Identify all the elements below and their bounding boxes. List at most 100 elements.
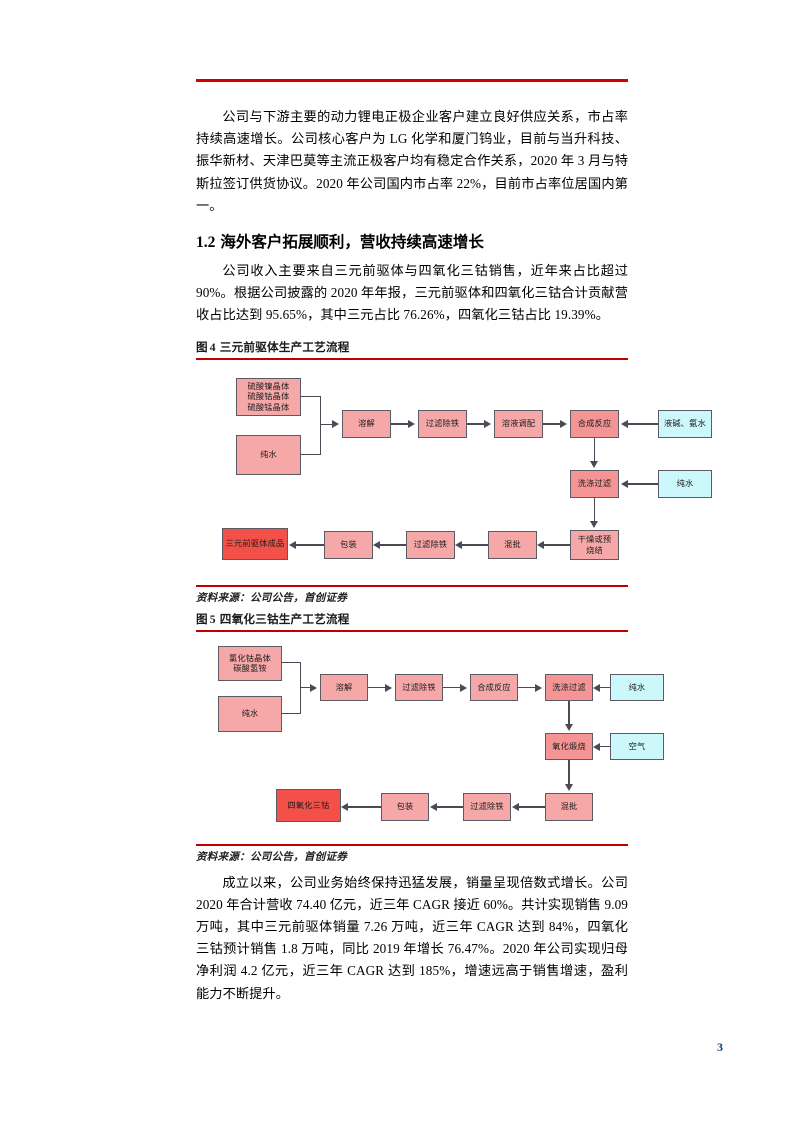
arrow-packaging-product [289,541,296,550]
node-synthesis-reaction-label: 合成反应 [577,418,612,429]
figure-5-caption-title: 四氧化三钴生产工艺流程 [219,611,350,626]
node-blending: 混批 [488,530,537,559]
arrow-alkali-synthesis [621,420,628,429]
link-dissolve-filter [391,422,409,425]
link-wash-calcine [568,700,570,726]
node-wash-filter: 洗涤过滤 [570,469,619,498]
figure-4-caption-number: 4 [209,340,216,354]
node-filter-iron-1-label: 过滤除铁 [425,418,460,429]
node-packaging: 包装 [324,530,373,559]
node-dissolve-2-label: 溶解 [335,681,353,692]
paragraph-market-share: 公司与下游主要的动力锂电正极企业客户建立良好供应关系，市占率持续高速增长。公司核… [196,109,628,213]
link-purewater-wash-2 [600,686,610,689]
node-dissolve-label: 溶解 [358,418,375,429]
figure-5-caption-number: 5 [209,612,216,626]
link-wash-dry [593,497,596,523]
arrow-synthesis-wash-2 [535,683,542,692]
node-pure-water-wash-2: 纯水 [610,673,664,701]
link-filter2-packaging [380,543,406,546]
figure-5-source: 资料来源：公司公告，首创证券 [196,843,628,864]
node-pure-water-input-2-label: 纯水 [241,708,259,719]
node-filter-iron-2-label: 过滤除铁 [413,539,448,550]
arrow-filter-synthesis-2 [460,683,467,692]
link-synthesis-wash [593,437,596,463]
arrow-purewater-wash [621,480,628,489]
link-solution-synthesis [543,422,561,425]
node-dry-or-presinter: 干燥或预 烧结 [570,529,619,560]
figure-5-diagram: 氯化钴晶体 碳酸氢铵 纯水 溶解 过滤除铁 [196,631,664,844]
arrow-dissolve-filter-2 [385,683,392,692]
link-synthesis-wash-2 [518,686,536,689]
document-content: 公司与下游主要的动力锂电正极企业客户建立良好供应关系，市占率持续高速增长。公司核… [196,106,712,1005]
node-raw-sulfate-crystals: 硫酸镍晶体 硫酸钴晶体 硫酸锰晶体 [236,377,301,416]
node-synthesis-reaction-2-label: 合成反应 [477,681,511,692]
merge-bracket-2 [282,661,301,714]
link-blending-filter2-fig5 [519,806,545,808]
arrow-to-dissolve [332,420,339,429]
merge-bracket-1 [301,395,321,455]
node-dry-or-presinter-line2: 烧结 [586,544,603,555]
node-cobalt-chloride-crystals: 氯化钴晶体 碳酸氢铵 [218,645,282,681]
merge-stem-1 [321,423,333,426]
node-filter-iron-1-fig5-label: 过滤除铁 [402,681,436,692]
node-solution-prep: 溶液调配 [494,409,543,438]
node-dissolve-2: 溶解 [320,673,368,701]
node-oxidation-calcination-label: 氧化煅烧 [552,740,586,751]
node-ternary-precursor-product: 三元前驱体成品 [222,527,288,560]
page-number: 3 [717,1040,723,1054]
node-synthesis-reaction-2: 合成反应 [470,673,518,701]
paragraph-revenue-mix: 公司收入主要来自三元前驱体与四氧化三钴销售，近年来占比超过 90%。根据公司披露… [196,263,628,323]
figure-5-caption-label: 图 [196,611,208,626]
paragraph-growth: 成立以来，公司业务始终保持迅猛发展，销量呈现倍数式增长。公司 2020 年合计营… [196,874,628,1001]
node-ternary-precursor-product-label: 三元前驱体成品 [225,538,285,549]
link-packaging-product [296,543,324,546]
link-filter2-packaging-fig5 [437,806,463,808]
figure-4-caption-label: 图 [196,339,208,354]
node-tricobalt-tetroxide-product-label: 四氧化三钴 [287,799,330,810]
arrow-filter2-packaging [373,541,380,550]
node-filter-iron-1-fig5: 过滤除铁 [395,673,443,701]
node-blending-label: 混批 [504,539,521,550]
node-raw-sulfate-crystals-line2: 硫酸钴晶体 [247,391,290,402]
link-air-calcine [600,745,610,748]
figure-4-caption-title: 三元前驱体生产工艺流程 [219,339,350,354]
merge-stem-2 [301,686,311,689]
arrow-packaging-product-fig5 [341,803,348,812]
section-number: 1.2 [196,234,216,252]
node-oxidation-calcination: 氧化煅烧 [545,732,593,760]
node-packaging-label: 包装 [340,539,357,550]
node-packaging-2: 包装 [381,792,429,821]
node-filter-iron-2-fig5-label: 过滤除铁 [470,801,504,812]
node-tricobalt-tetroxide-product: 四氧化三钴 [276,788,341,822]
node-dry-or-presinter-line1: 干燥或预 [577,534,612,545]
arrow-dry-blending [537,541,544,550]
node-filter-iron-2-fig5: 过滤除铁 [463,792,511,821]
link-purewater-wash [628,482,658,485]
node-pure-water-wash-label: 纯水 [676,478,694,489]
node-air-label: 空气 [628,740,646,751]
arrow-purewater-wash-2 [593,683,600,692]
node-pure-water-input-label: 纯水 [260,449,277,460]
arrow-blending-filter2 [455,541,462,550]
node-raw-sulfate-crystals-line1: 硫酸镍晶体 [247,380,290,391]
arrow-air-calcine [593,742,600,751]
node-alkali-ammonia: 液碱、氨水 [658,409,712,438]
arrow-wash-dry [590,520,599,528]
node-wash-filter-2-label: 洗涤过滤 [552,681,586,692]
node-air: 空气 [610,732,664,760]
node-pure-water-wash: 纯水 [658,469,712,498]
node-pure-water-wash-2-label: 纯水 [628,681,646,692]
link-dissolve-filter-2 [368,686,386,689]
node-blending-2: 混批 [545,792,593,821]
node-pure-water-input-2: 纯水 [218,695,282,732]
arrow-to-dissolve-2 [310,683,317,692]
arrow-blending-filter2-fig5 [512,803,519,812]
node-filter-iron-2: 过滤除铁 [406,530,455,559]
node-cobalt-chloride-crystals-line2: 碳酸氢铵 [233,663,267,674]
link-alkali-synthesis [628,422,658,425]
link-packaging-product-fig5 [348,806,381,808]
